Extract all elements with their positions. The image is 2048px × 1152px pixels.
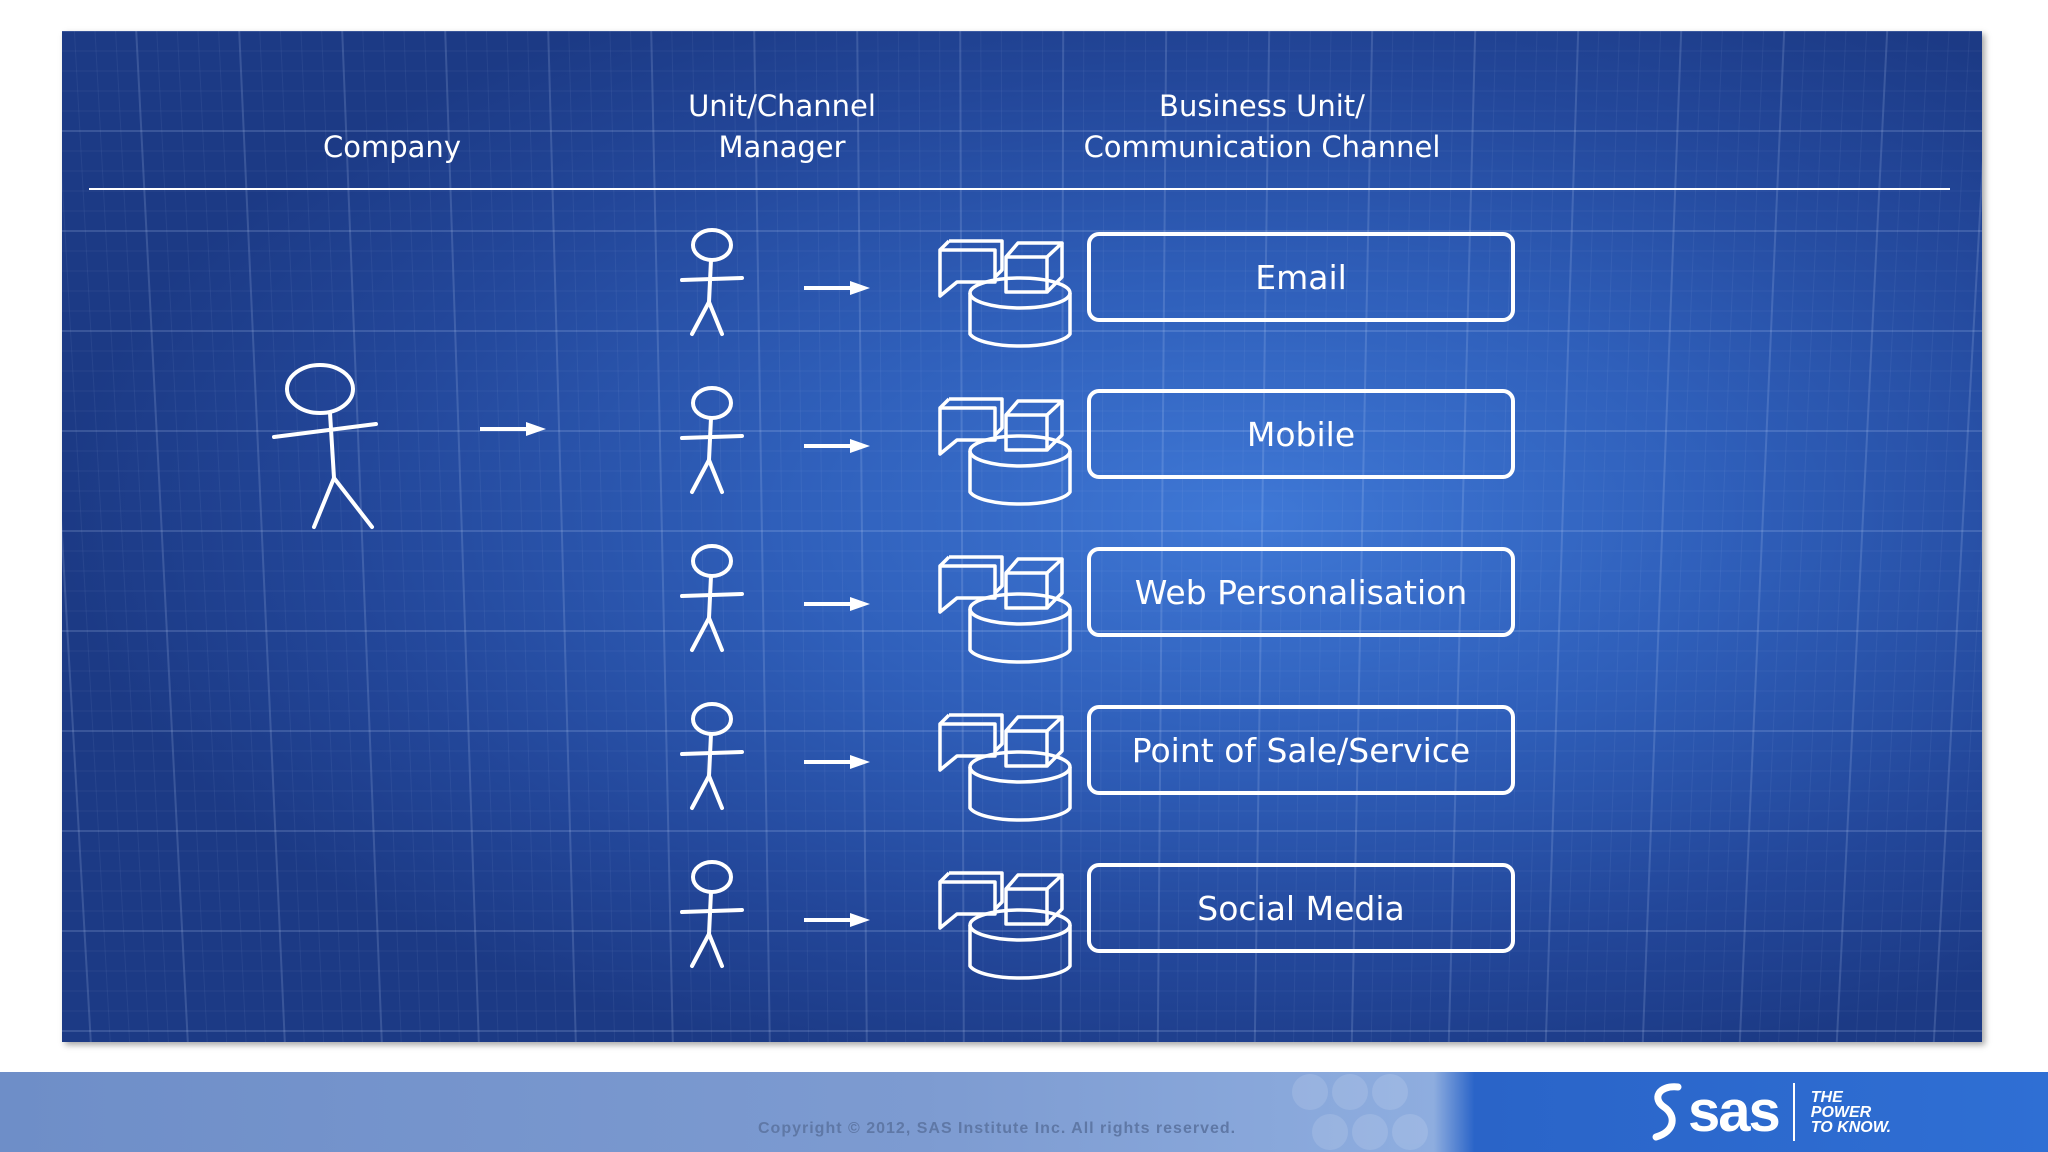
footer-dots-decoration: [1292, 1074, 1428, 1150]
channel-row-email: [680, 228, 1072, 348]
blueprint-grid: [62, 31, 1982, 1042]
footer-bar: [0, 1072, 2048, 1152]
sas-swirl-icon: [1652, 1083, 1682, 1141]
sas-tagline: THE POWER TO KNOW.: [1810, 1088, 1892, 1136]
manager-to-channel-arrow: [804, 281, 870, 295]
channel-box-mobile: Mobile: [1087, 389, 1515, 479]
channel-box-web-personalisation: Web Personalisation: [1087, 547, 1515, 637]
channel-row-point-of-sale-service: [680, 702, 1072, 822]
manager-to-channel-arrow: [804, 913, 870, 927]
sas-logo: sas THE POWER TO KNOW.: [1648, 1080, 1891, 1144]
manager-stick-figure-icon: [680, 544, 744, 652]
channel-box-email: Email: [1087, 232, 1515, 322]
manager-to-channel-arrow: [804, 597, 870, 611]
channel-box-point-of-sale-service: Point of Sale/Service: [1087, 705, 1515, 795]
channel-row-mobile: [680, 386, 1072, 506]
manager-to-channel-arrow: [804, 439, 870, 453]
manager-stick-figure-icon: [680, 386, 744, 494]
manager-stick-figure-icon: [680, 702, 744, 810]
database-cube-icon: [938, 555, 1072, 664]
header-company: Company: [323, 130, 461, 164]
manager-stick-figure-icon: [680, 860, 744, 968]
manager-stick-figure-icon: [680, 228, 744, 336]
database-cube-icon: [938, 397, 1072, 506]
manager-to-channel-arrow: [804, 755, 870, 769]
header-business-unit-channel: Business Unit/ Communication Channel: [1083, 89, 1441, 164]
header-unit-channel-manager: Unit/Channel Manager: [688, 89, 876, 164]
diagram-slide: Company Unit/Channel Manager Business Un…: [62, 31, 1982, 1042]
channel-box-social-media: Social Media: [1087, 863, 1515, 953]
channel-row-social-media: [680, 860, 1072, 980]
company-to-manager-arrow: [480, 422, 546, 436]
channel-row-web-personalisation: [680, 544, 1072, 664]
database-cube-icon: [938, 239, 1072, 348]
database-cube-icon: [938, 713, 1072, 822]
company-stick-figure-icon: [272, 363, 378, 529]
sas-logo-word: sas: [1688, 1079, 1781, 1144]
copyright-text: Copyright © 2012, SAS Institute Inc. All…: [758, 1120, 1237, 1137]
logo-divider: [1792, 1083, 1795, 1141]
diagram-drawing: [89, 188, 1950, 980]
database-cube-icon: [938, 871, 1072, 980]
